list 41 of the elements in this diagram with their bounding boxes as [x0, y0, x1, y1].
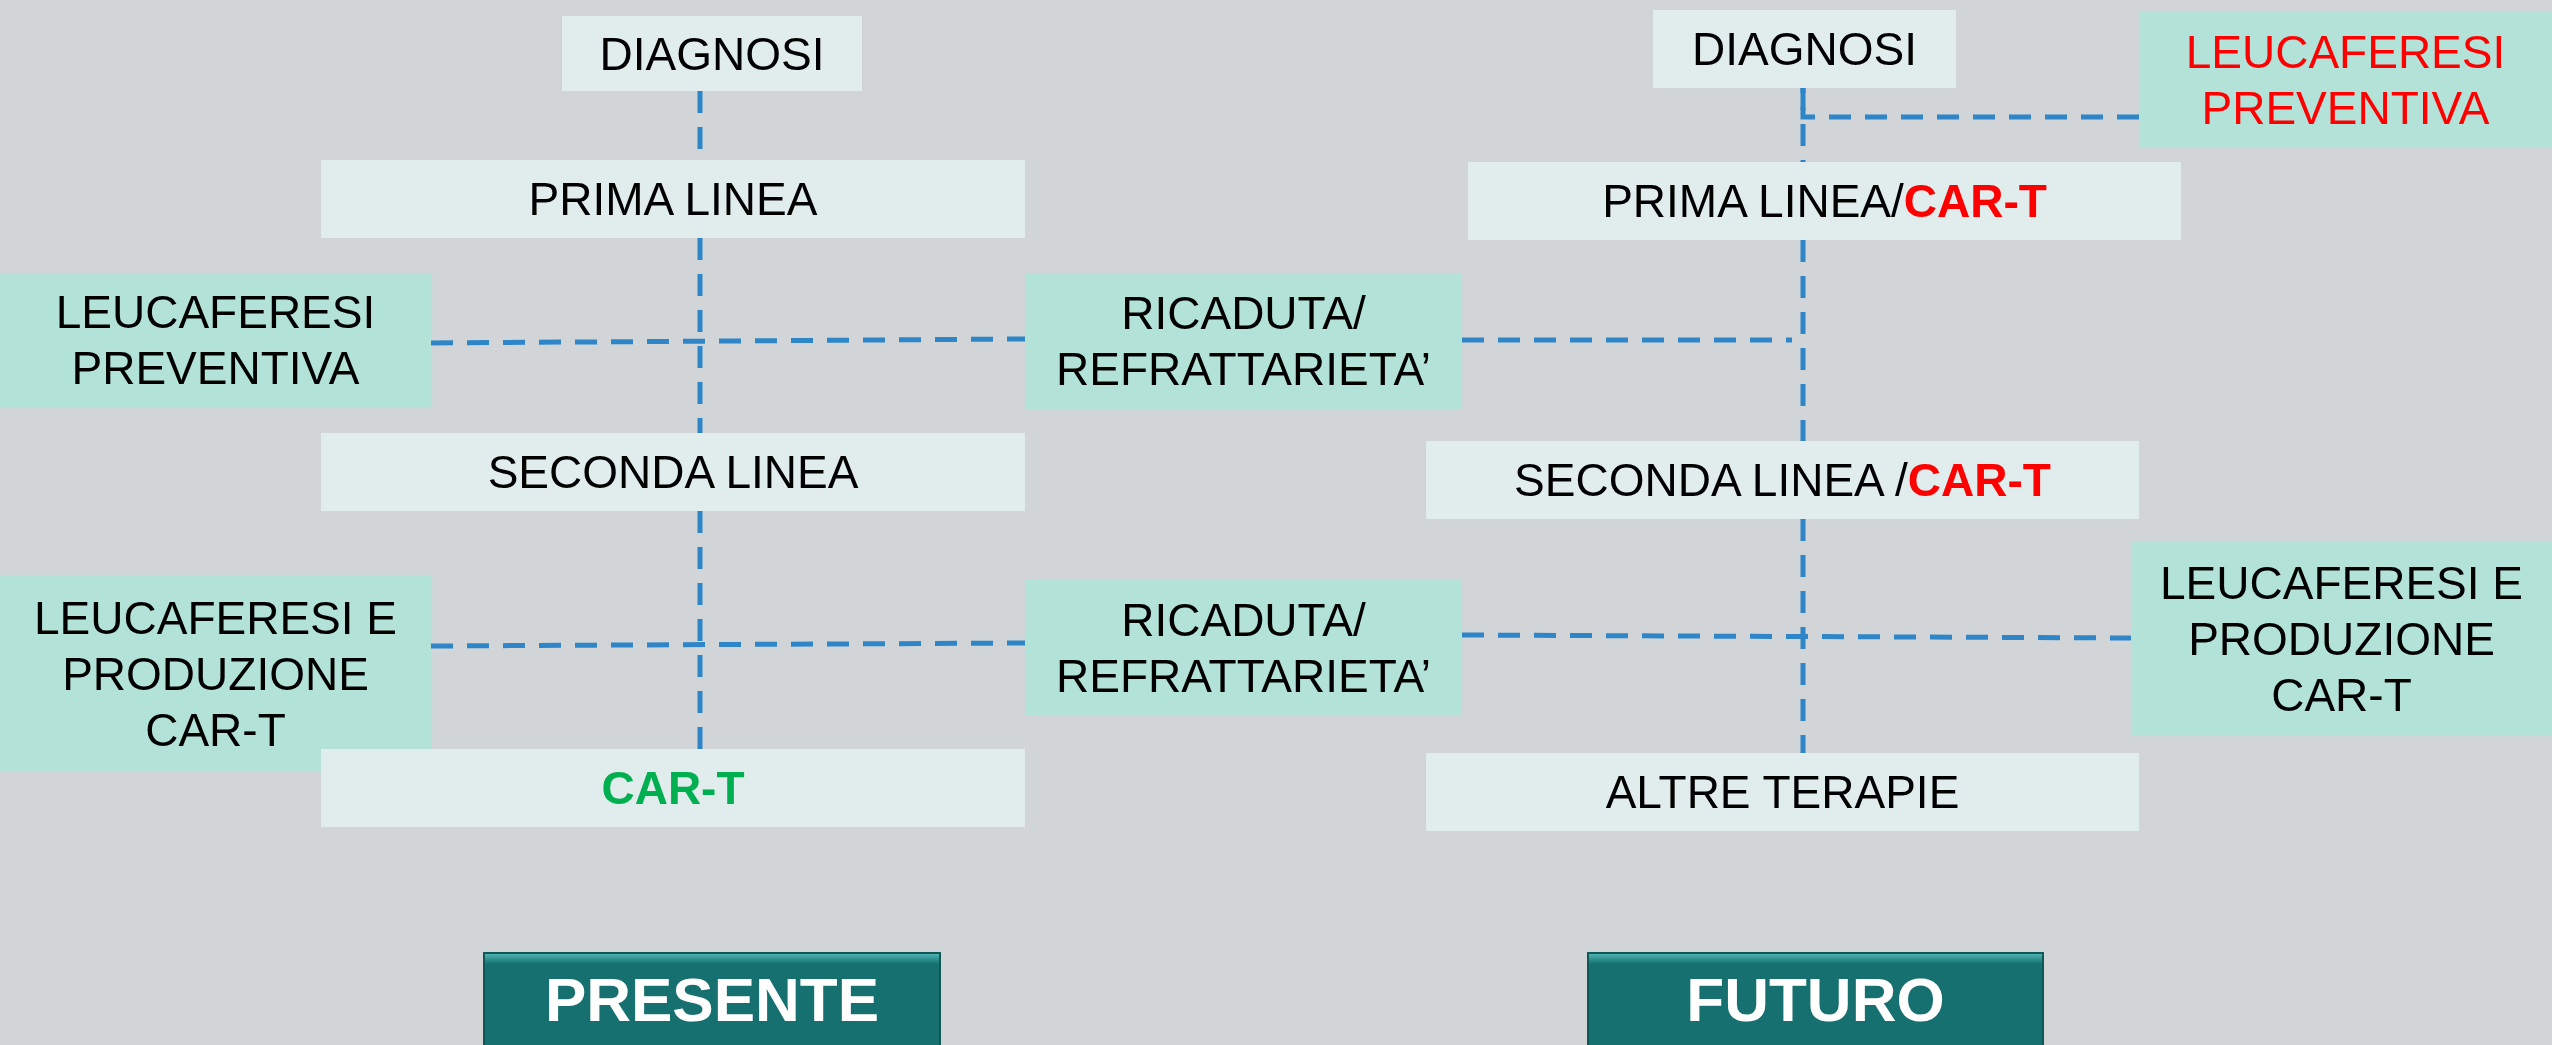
stage-label: SECONDA LINEA /CAR-T [1514, 453, 2051, 508]
stage-box [321, 433, 1025, 511]
event-box [1025, 580, 1462, 716]
stage-label: PRIMA LINEA [528, 172, 818, 227]
section-title: FUTURO [1686, 971, 1945, 1028]
stage-label: LEUCAFERESI E PRODUZIONE CAR-T [33, 590, 398, 758]
stage-label: RICADUTA/ REFRATTARIETA’ [1055, 286, 1432, 397]
stage-label: PRIMA LINEA/CAR-T [1602, 174, 2047, 229]
dashed-connector [697, 238, 703, 433]
stage-label: ALTRE TERAPIE [1605, 765, 1960, 820]
stage-box [321, 749, 1025, 827]
stage-box [1426, 441, 2139, 519]
dashed-connector [1800, 519, 1806, 753]
stage-box [1653, 10, 1956, 88]
stage-label: RICADUTA/ REFRATTARIETA’ [1055, 593, 1432, 704]
dashed-connector [1800, 240, 1806, 441]
stage-box [1468, 162, 2181, 240]
event-box [2131, 541, 2552, 736]
section-tab [483, 952, 941, 1045]
stage-label: LEUCAFERESI PREVENTIVA [2184, 25, 2507, 136]
stage-label: DIAGNOSI [599, 26, 825, 82]
event-box [2139, 12, 2552, 148]
dashed-connector [1462, 632, 2131, 641]
stage-box [1426, 753, 2139, 831]
dashed-connector [1462, 337, 1792, 343]
stage-label: SECONDA LINEA [487, 445, 859, 500]
stage-box [321, 160, 1025, 238]
section-title: PRESENTE [544, 971, 880, 1028]
stage-label: DIAGNOSI [1692, 22, 1917, 77]
event-box [0, 576, 431, 771]
section-tab [1587, 952, 2044, 1045]
stage-box [562, 16, 862, 91]
event-box [1025, 273, 1462, 409]
stage-label: LEUCAFERESI PREVENTIVA [54, 285, 377, 396]
dashed-connector [431, 336, 1025, 346]
dashed-connector [431, 640, 1025, 649]
stage-label: CAR-T [601, 761, 745, 816]
event-box [0, 273, 431, 407]
dashed-connector [697, 511, 703, 749]
dashed-connector [1800, 88, 2139, 120]
stage-label: LEUCAFERESI E PRODUZIONE CAR-T [2159, 555, 2524, 723]
